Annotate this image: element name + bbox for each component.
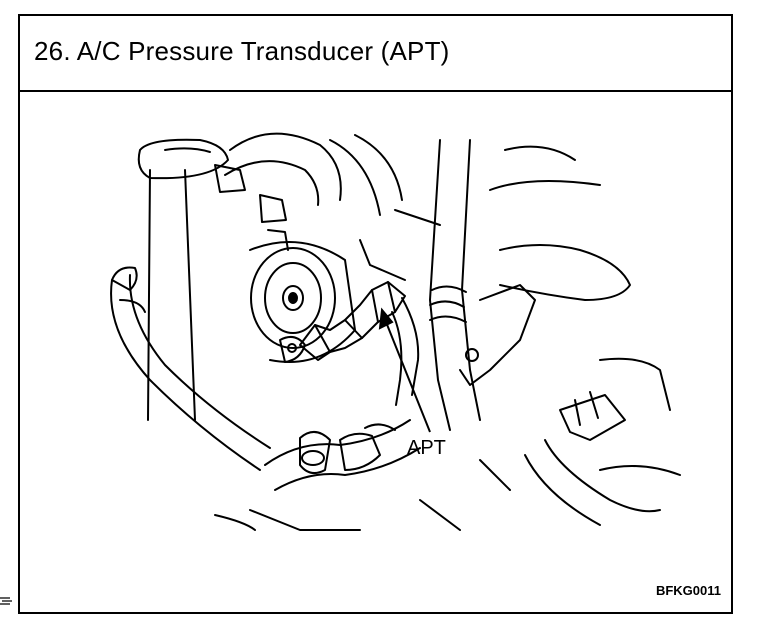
apt-leader-arrow — [378, 307, 431, 433]
upper-hose — [229, 132, 342, 201]
margin-mark — [0, 597, 12, 605]
compressor-pulley-icon — [250, 247, 336, 349]
apt-fitting-icon — [279, 281, 420, 406]
figure-frame: 26. A/C Pressure Transducer (APT) BFKG00… — [18, 14, 733, 614]
bolt-icon — [299, 431, 331, 475]
page-title: 26. A/C Pressure Transducer (APT) — [34, 36, 450, 66]
title-bar: 26. A/C Pressure Transducer (APT) — [20, 16, 731, 92]
figure-id: BFKG0011 — [655, 583, 721, 598]
apt-callout-label: APT — [407, 437, 446, 459]
right-bracket — [459, 284, 536, 386]
vertical-strut — [147, 169, 196, 421]
center-pipe — [429, 139, 451, 431]
left-hose — [110, 279, 261, 471]
